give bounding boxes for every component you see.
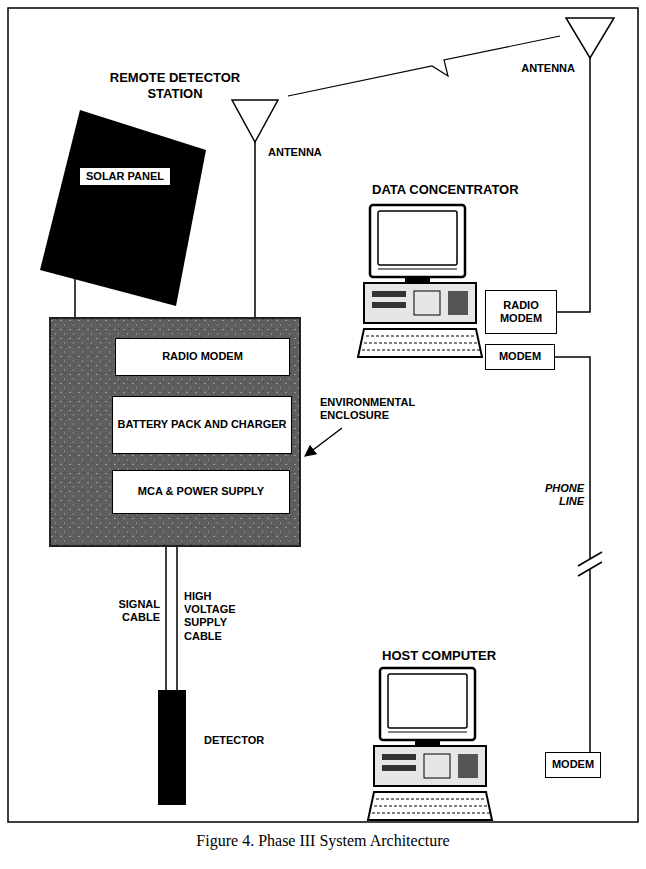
battery-box: BATTERY PACK AND CHARGER	[112, 396, 292, 454]
edge-label: HIGH VOLTAGE SUPPLY CABLE	[184, 590, 250, 643]
enclosure-outline	[50, 318, 300, 546]
antenna-mast	[556, 58, 590, 312]
connector-line	[165, 546, 167, 690]
line-break-gap	[578, 552, 602, 576]
solar-panel-shape	[38, 108, 210, 308]
line-break-mark	[578, 562, 602, 576]
frame	[8, 8, 638, 822]
figure-caption: Figure 4. Phase III System Architecture	[0, 832, 646, 850]
detector: DETECTOR	[158, 690, 186, 805]
computer-label: DATA CONCENTRATOR	[372, 182, 542, 198]
modem-box: MODEM	[545, 752, 601, 778]
node-text: MODEM	[499, 350, 541, 363]
computer-icon	[358, 205, 482, 357]
node-text: MODEM	[552, 758, 594, 771]
modem-box: MODEM	[485, 344, 555, 370]
solar-panel-outline	[40, 110, 206, 306]
environmental-enclosure: ENVIRONMENTAL ENCLOSURERADIO MODEMBATTER…	[50, 318, 300, 546]
radio-modem-box: RADIO MODEM	[485, 290, 557, 334]
computer-label: HOST COMPUTER	[382, 648, 542, 664]
node-text: RADIO MODEM	[490, 299, 552, 325]
antenna-mast	[254, 142, 256, 318]
leader-arrow	[305, 428, 342, 456]
antenna-symbol	[566, 18, 614, 58]
node-text: BATTERY PACK AND CHARGER	[117, 418, 286, 431]
antenna-label: ANTENNA	[268, 146, 338, 159]
node-text: ENVIRONMENTAL ENCLOSURE	[320, 396, 430, 422]
antenna-symbol	[232, 100, 278, 142]
node-text: RADIO MODEM	[162, 350, 243, 363]
mca-box: MCA & POWER SUPPLY	[112, 470, 290, 514]
radio-modem-box: RADIO MODEM	[115, 338, 290, 376]
connector-line	[74, 279, 76, 318]
computer-icon	[368, 668, 492, 820]
node-text: DETECTOR	[204, 734, 264, 747]
node-text: SOLAR PANEL	[80, 168, 170, 185]
edge-label: PHONE LINE	[526, 482, 584, 508]
solar-panel: SOLAR PANEL	[38, 108, 210, 308]
node-text: MCA & POWER SUPPLY	[138, 485, 264, 498]
connector-line	[555, 357, 590, 752]
antenna-label: ANTENNA	[505, 62, 575, 75]
connector-line	[176, 546, 178, 690]
radio-link	[288, 36, 560, 96]
station-title: REMOTE DETECTOR STATION	[100, 70, 250, 101]
edge-label: SIGNAL CABLE	[98, 598, 160, 624]
